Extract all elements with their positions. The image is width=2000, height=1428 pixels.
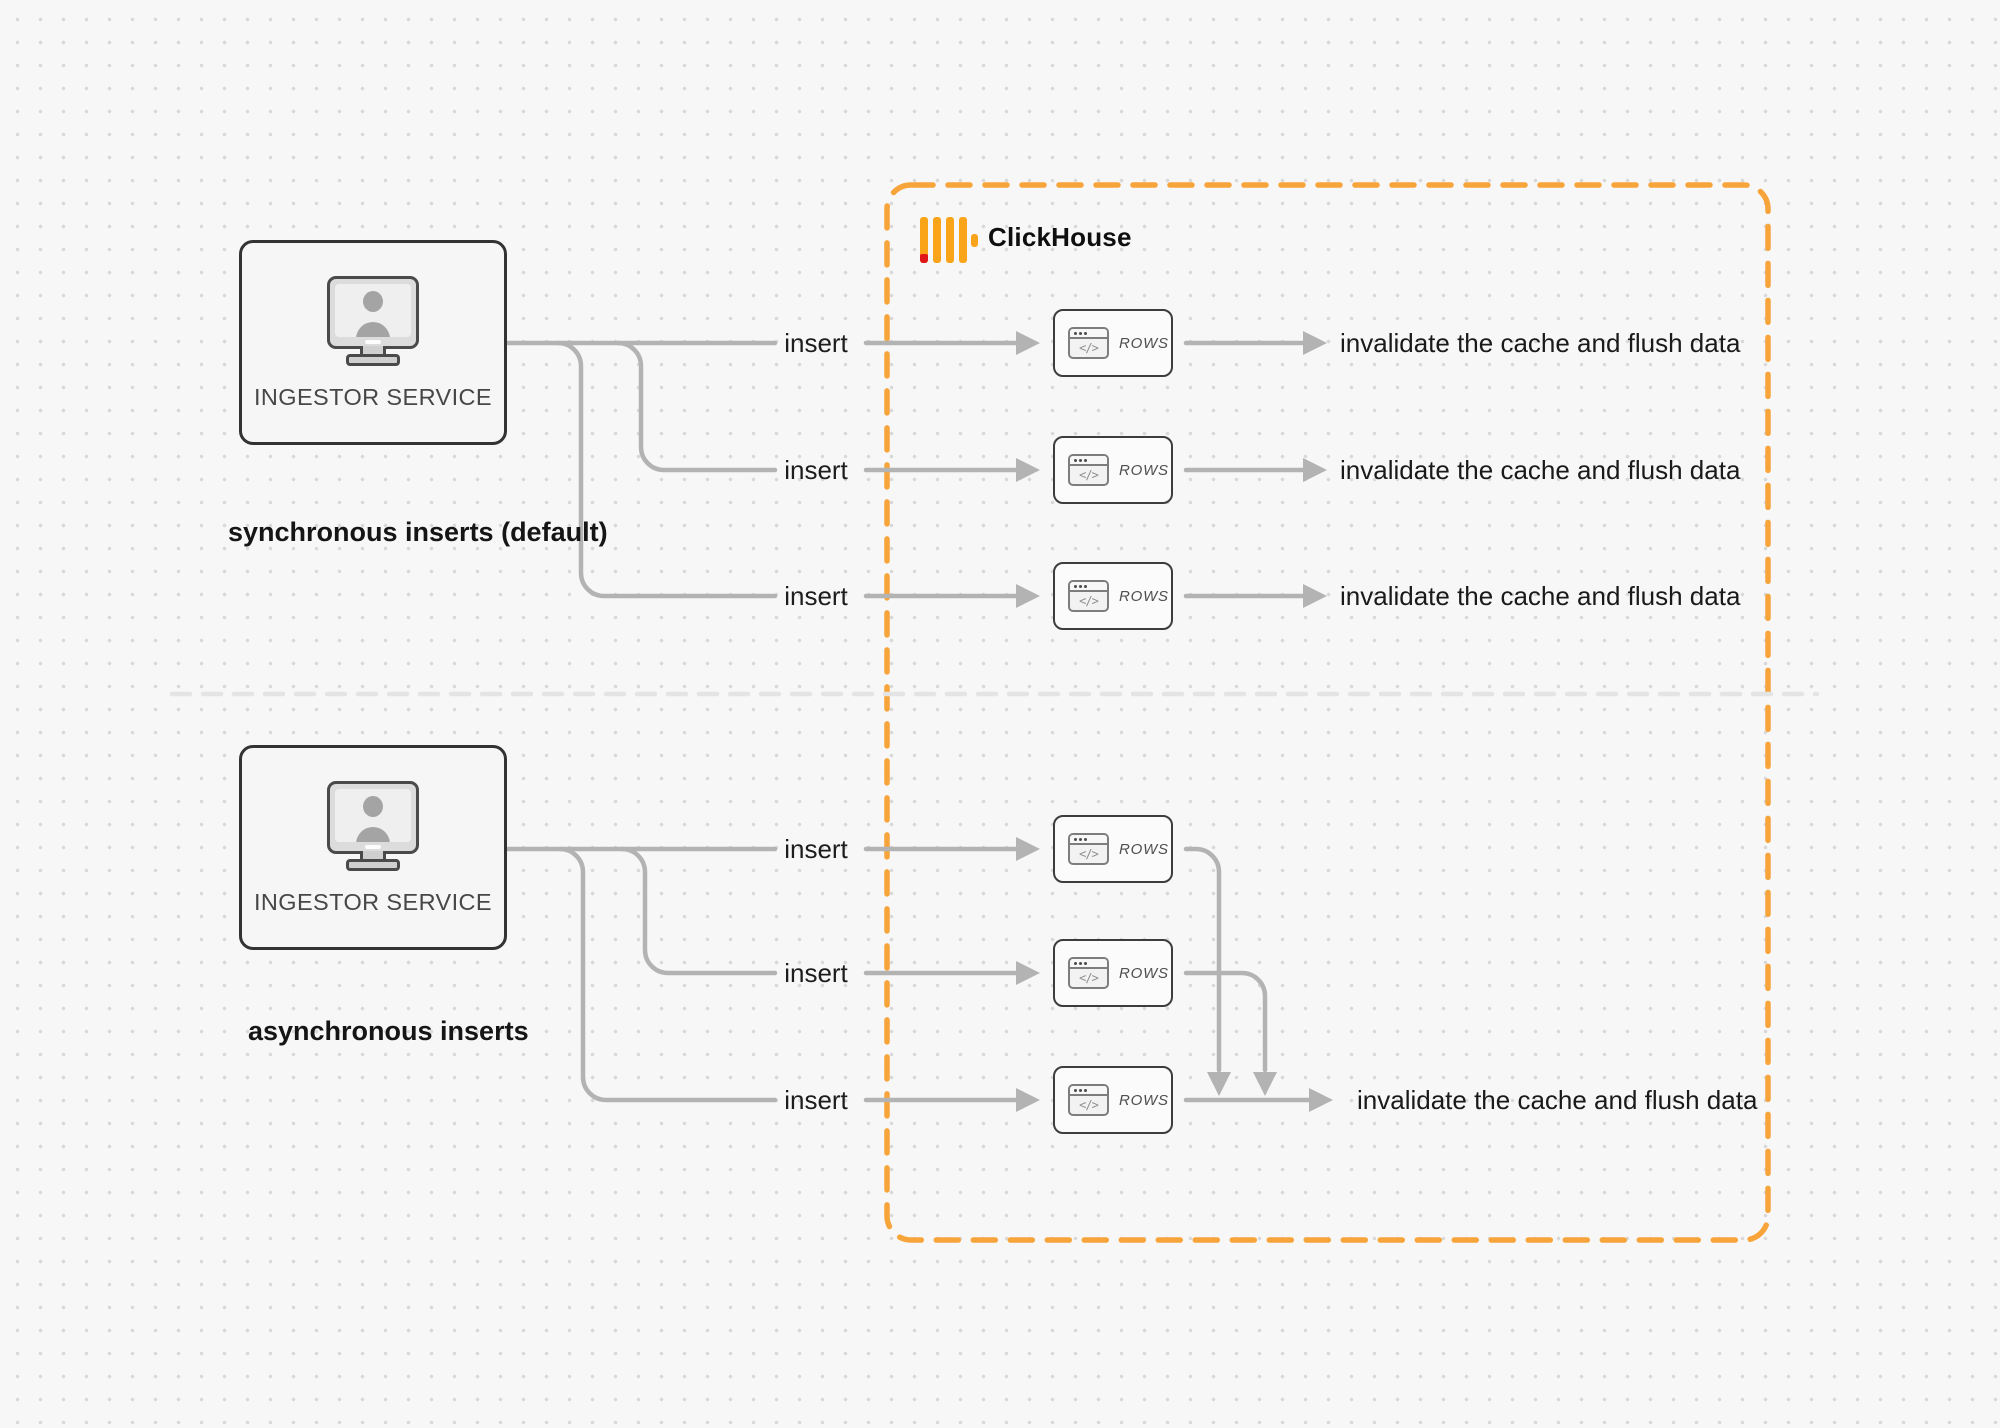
sync-connector-row3: [555, 340, 1019, 599]
ingestor-service-label: INGESTOR SERVICE: [254, 889, 492, 915]
code-icon: </>: [1079, 1097, 1099, 1112]
logo-bar: [920, 217, 928, 263]
async-caption: asynchronous inserts: [248, 1016, 529, 1046]
arrowhead-right: [1016, 331, 1040, 355]
insert-label: insert: [784, 328, 848, 358]
insert-label: insert: [784, 1085, 848, 1115]
code-window-icon: </>: [1068, 957, 1109, 989]
connector-lines: [504, 340, 1312, 1103]
rows-card: </> ROWS: [1053, 562, 1176, 633]
arrowhead-right: [1016, 458, 1040, 482]
clickhouse-brand-label: ClickHouse: [988, 222, 1132, 252]
clickhouse-logo: ClickHouse: [920, 217, 1220, 267]
ingestor-service-box-sync: INGESTOR SERVICE: [239, 240, 507, 445]
window-dots-icon: [1074, 961, 1077, 965]
monitor-user-icon: [327, 781, 419, 873]
arrowhead-right: [1303, 458, 1327, 482]
code-icon: </>: [1079, 846, 1099, 861]
code-window-icon: </>: [1068, 580, 1109, 612]
arrowhead-right: [1303, 584, 1327, 608]
rows-card: </> ROWS: [1053, 939, 1176, 1010]
window-titlebar: [1070, 329, 1107, 339]
code-window-icon: </>: [1068, 327, 1109, 359]
code-window-icon: </>: [1068, 833, 1109, 865]
sync-caption: synchronous inserts (default): [228, 517, 608, 547]
code-window-icon: </>: [1068, 1084, 1109, 1116]
monitor-frame: [327, 276, 419, 349]
code-icon: </>: [1079, 340, 1099, 355]
rows-label: ROWS: [1119, 1091, 1169, 1109]
arrowheads: [1016, 331, 1333, 1112]
ingestor-service-label: INGESTOR SERVICE: [254, 384, 492, 410]
result-label: invalidate the cache and flush data: [1357, 1085, 1758, 1115]
window-dots-icon: [1074, 837, 1077, 841]
code-icon: </>: [1079, 467, 1099, 482]
rows-card: </> ROWS: [1053, 436, 1176, 507]
insert-label: insert: [784, 581, 848, 611]
window-dots-icon: [1074, 458, 1077, 462]
logo-bar: [933, 217, 941, 263]
sync-connector-row2: [615, 340, 1019, 473]
arrowhead-right: [1303, 331, 1327, 355]
code-window-icon: </>: [1068, 454, 1109, 486]
code-icon: </>: [1079, 593, 1099, 608]
monitor-user-icon: [327, 276, 419, 368]
arrowhead-right: [1016, 837, 1040, 861]
arrowhead-right: [1016, 961, 1040, 985]
insert-label: insert: [784, 455, 848, 485]
window-titlebar: [1070, 1086, 1107, 1096]
result-label: invalidate the cache and flush data: [1340, 581, 1741, 611]
result-label: invalidate the cache and flush data: [1340, 455, 1741, 485]
logo-bar: [946, 217, 954, 263]
monitor-stand: [360, 346, 386, 356]
monitor-stand-base: [346, 859, 400, 871]
logo-bar: [959, 217, 967, 263]
window-titlebar: [1070, 582, 1107, 592]
monitor-notch: [365, 844, 381, 849]
rows-card: </> ROWS: [1053, 815, 1176, 886]
async-merge-line-row1: [1183, 846, 1222, 1073]
arrowhead-down: [1207, 1072, 1231, 1096]
result-label: invalidate the cache and flush data: [1340, 328, 1741, 358]
async-connector-row3: [557, 846, 1019, 1103]
monitor-frame: [327, 781, 419, 854]
rows-card: </> ROWS: [1053, 1066, 1176, 1137]
window-dots-icon: [1074, 1088, 1077, 1092]
window-dots-icon: [1074, 584, 1077, 588]
rows-label: ROWS: [1119, 964, 1169, 982]
window-titlebar: [1070, 959, 1107, 969]
arrowhead-right: [1016, 1088, 1040, 1112]
logo-bar-short: [971, 234, 978, 247]
user-silhouette: [335, 284, 411, 337]
rows-card: </> ROWS: [1053, 309, 1176, 380]
rows-label: ROWS: [1119, 587, 1169, 605]
monitor-stand-base: [346, 354, 400, 366]
window-titlebar: [1070, 456, 1107, 466]
rows-label: ROWS: [1119, 461, 1169, 479]
monitor-notch: [365, 339, 381, 344]
user-silhouette: [335, 789, 411, 842]
window-dots-icon: [1074, 331, 1077, 335]
async-connector-row2: [619, 846, 1019, 976]
arrowhead-right: [1309, 1088, 1333, 1112]
monitor-stand: [360, 851, 386, 861]
rows-label: ROWS: [1119, 840, 1169, 858]
window-titlebar: [1070, 835, 1107, 845]
insert-label: insert: [784, 958, 848, 988]
ingestor-service-box-async: INGESTOR SERVICE: [239, 745, 507, 950]
arrowhead-right: [1016, 584, 1040, 608]
arrowhead-down: [1253, 1072, 1277, 1096]
async-merge-line-row2: [1183, 970, 1268, 1073]
clickhouse-logo-icon: [920, 217, 980, 263]
rows-label: ROWS: [1119, 334, 1169, 352]
code-icon: </>: [1079, 970, 1099, 985]
clickhouse-boundary-box: [884, 182, 1771, 1243]
insert-label: insert: [784, 834, 848, 864]
